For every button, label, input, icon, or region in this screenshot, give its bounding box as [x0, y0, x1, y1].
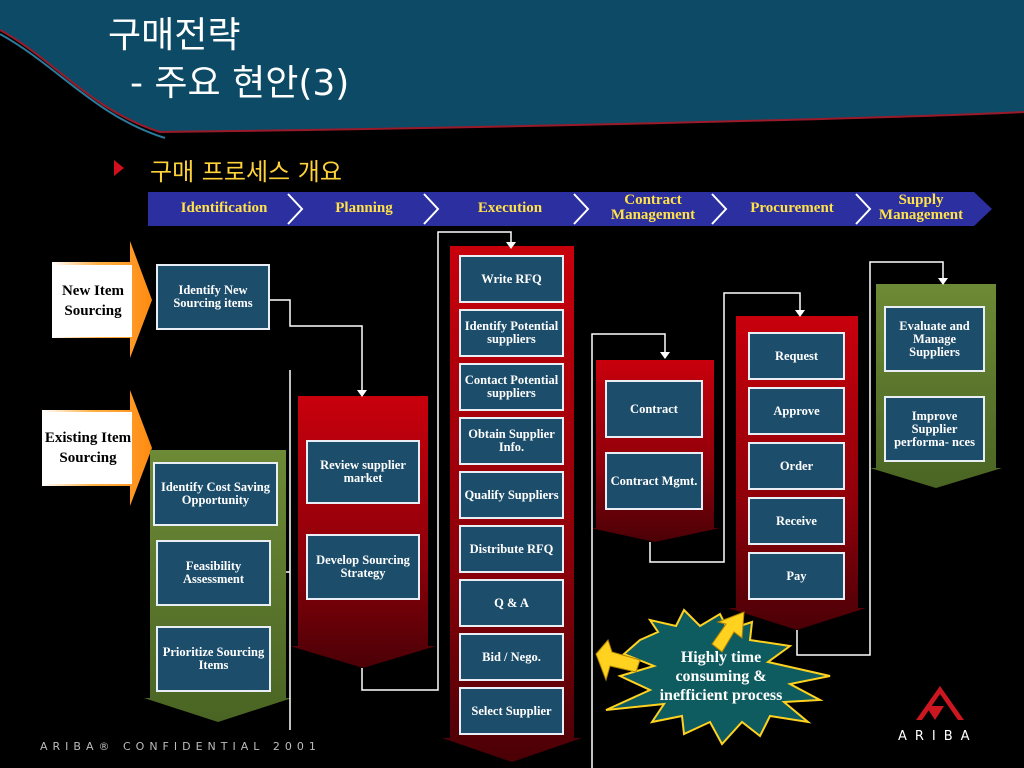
review-supplier-market: Review supplier market: [306, 440, 420, 504]
order: Order: [748, 442, 845, 490]
q-and-a: Q & A: [459, 579, 564, 627]
stage-supply-management: Supply Management: [878, 192, 964, 223]
improve-supplier-performance: Improve Supplier performa- nces: [884, 396, 985, 462]
select-supplier: Select Supplier: [459, 687, 564, 735]
obtain-supplier-info: Obtain Supplier Info.: [459, 417, 564, 465]
callout-starburst: [605, 608, 831, 746]
identify-cost-saving: Identify Cost Saving Opportunity: [153, 462, 278, 526]
confidential-footer: ARIBA® CONFIDENTIAL 2001: [40, 740, 321, 753]
stage-execution: Execution: [477, 199, 543, 216]
stage-procurement: Procurement: [750, 199, 834, 216]
bullet-arrow-icon: [114, 160, 124, 176]
identify-potential-suppliers: Identify Potential suppliers: [459, 309, 564, 357]
planning-column: [290, 396, 436, 668]
prioritize-sourcing-items: Prioritize Sourcing Items: [156, 626, 271, 692]
page-subtitle: - 주요 현안(3): [130, 63, 350, 104]
header-band: [0, 0, 1024, 139]
callout-text: Highly time consuming & inefficient proc…: [659, 649, 783, 704]
page-title: 구매전략: [108, 15, 241, 56]
request: Request: [748, 332, 845, 380]
contract-mgmt: Contract Mgmt.: [605, 452, 703, 510]
stage-planning: Planning: [335, 199, 393, 216]
evaluate-manage-suppliers: Evaluate and Manage Suppliers: [884, 306, 985, 372]
feasibility-assessment: Feasibility Assessment: [156, 540, 271, 606]
bid-nego: Bid / Nego.: [459, 633, 564, 681]
contact-potential-suppliers: Contact Potential suppliers: [459, 363, 564, 411]
new-item-sourcing-label: New Item Sourcing: [54, 265, 132, 337]
qualify-suppliers: Qualify Suppliers: [459, 471, 564, 519]
write-rfq: Write RFQ: [459, 255, 564, 303]
identify-new-sourcing-items: Identify New Sourcing items: [156, 264, 270, 330]
existing-item-sourcing-label: Existing Item Sourcing: [44, 412, 132, 484]
receive: Receive: [748, 497, 845, 545]
approve: Approve: [748, 387, 845, 435]
stage-contract-management: Contract Management: [610, 192, 696, 223]
callout-arrow-up: [711, 611, 745, 653]
develop-sourcing-strategy: Develop Sourcing Strategy: [306, 534, 420, 600]
distribute-rfq: Distribute RFQ: [459, 525, 564, 573]
pay: Pay: [748, 552, 845, 600]
stage-identification: Identification: [180, 199, 268, 216]
ariba-logo-icon: [916, 686, 964, 720]
stage-bar: [148, 192, 992, 226]
section-heading: 구매 프로세스 개요: [150, 158, 342, 186]
ariba-logo-text: ARIBA: [898, 729, 978, 744]
callout-arrow-left: [595, 639, 641, 682]
contract: Contract: [605, 380, 703, 438]
